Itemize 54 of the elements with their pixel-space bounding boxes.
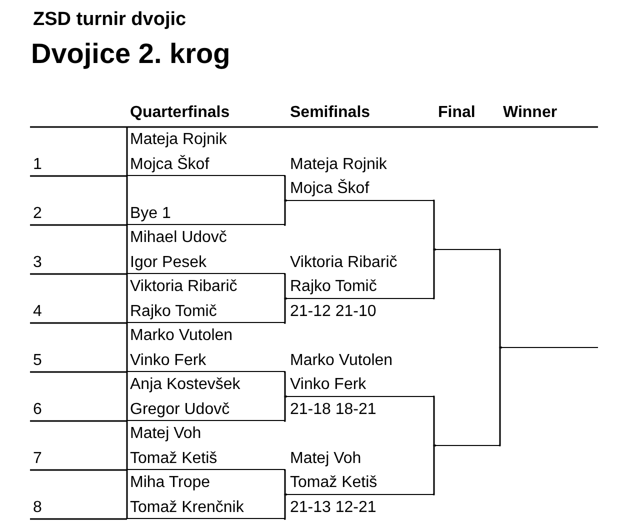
- bracket-line: [284, 396, 287, 422]
- team-name: Tomaž Ketiš: [130, 448, 218, 468]
- team-name: Vinko Ferk: [290, 375, 366, 395]
- column-header: Final: [438, 104, 476, 122]
- team-name: Tomaž Ketiš: [290, 473, 378, 493]
- team-name: Tomaž Krenčnik: [130, 498, 244, 518]
- team-name: Rajko Tomič: [130, 302, 217, 322]
- bracket-line: [432, 248, 436, 300]
- seed-number: 1: [33, 154, 42, 174]
- team-name: Rajko Tomič: [290, 277, 377, 297]
- bracket-line: [432, 200, 436, 250]
- team-name: Vinko Ferk: [130, 350, 206, 370]
- team-name: Miha Trope: [130, 473, 210, 493]
- team-name: Bye 1: [130, 204, 171, 224]
- team-name: Matej Voh: [290, 448, 362, 468]
- column-header: Semifinals: [290, 104, 370, 122]
- match-score: 21-13 12-21: [290, 498, 376, 518]
- team-name: Viktoria Ribarič: [290, 252, 398, 272]
- seed-number: 4: [33, 302, 42, 322]
- team-name: Gregor Udovč: [130, 400, 230, 420]
- bracket-line: [498, 346, 502, 446]
- team-name: Igor Pesek: [130, 252, 206, 272]
- diagram-title: ZSD turnir dvojic: [33, 9, 186, 31]
- bracket-line: [432, 444, 436, 496]
- bracket-line: [284, 469, 287, 496]
- team-name: Viktoria Ribarič: [130, 277, 238, 297]
- team-name: Mojca Škof: [290, 179, 370, 199]
- diagram-heading: Dvojice 2. krog: [31, 38, 230, 70]
- match-score: 21-12 21-10: [290, 302, 376, 322]
- bracket-line: [284, 273, 287, 300]
- team-name: Marko Vutolen: [290, 350, 393, 370]
- seed-number: 6: [33, 400, 42, 420]
- column-header: Winner: [503, 104, 558, 122]
- seed-number: 3: [33, 252, 42, 272]
- bracket-line: [284, 200, 287, 226]
- team-name: Marko Vutolen: [130, 326, 233, 346]
- bracket-line: [432, 396, 436, 446]
- seed-number: 2: [33, 204, 42, 224]
- team-name: Mateja Rojnik: [130, 130, 227, 150]
- team-name: Mihael Udovč: [130, 228, 227, 248]
- seed-number: 8: [33, 498, 42, 518]
- bracket-line: [498, 248, 502, 348]
- team-name: Mojca Škof: [130, 154, 210, 174]
- team-name: Anja Kostevšek: [130, 375, 240, 395]
- seed-number: 7: [33, 448, 42, 468]
- match-score: 21-18 18-21: [290, 400, 376, 420]
- team-name: Mateja Rojnik: [290, 154, 387, 174]
- bracket-line: [284, 175, 287, 202]
- bracket-line: [284, 298, 287, 324]
- bracket-line: [284, 371, 287, 398]
- seed-number: 5: [33, 350, 42, 370]
- bracket-line: [284, 494, 287, 520]
- column-header: Quarterfinals: [130, 104, 230, 122]
- team-name: Matej Voh: [130, 424, 202, 444]
